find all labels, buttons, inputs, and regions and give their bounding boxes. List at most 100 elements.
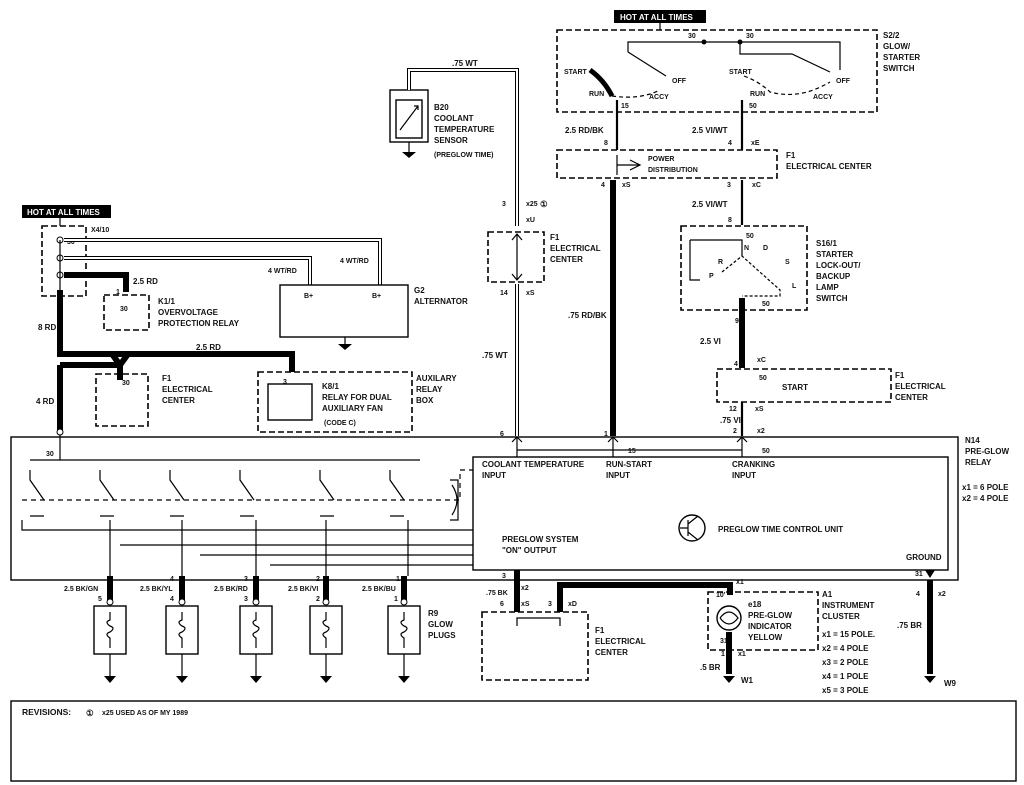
lockout-N: N (744, 245, 749, 252)
start-f1-ref: F1 (895, 371, 905, 380)
lockout-L: L (792, 283, 797, 290)
left-f1-pin30: 30 (122, 380, 130, 387)
ground-icon (320, 676, 332, 683)
switch-t15: 15 (621, 103, 629, 110)
hot-label-top: HOT AT ALL TIMES (620, 13, 694, 22)
switch-accy-1: ACCY (649, 94, 669, 101)
switch-start-1: START (564, 69, 588, 76)
mid-name-1: ELECTRICAL (550, 244, 601, 253)
cluster-pin31: 31 (720, 638, 728, 645)
start-pin2: 2 (733, 428, 737, 435)
gr-wire: .75 BR (897, 621, 922, 630)
pd-pin4a: 4 (728, 140, 732, 147)
revisions-circle: ① (86, 708, 94, 718)
k8-name-3: (CODE C) (324, 420, 356, 427)
x4-t30: 30 (67, 239, 75, 246)
pd-xC: xC (752, 182, 761, 189)
n14-pin15: 15 (628, 448, 636, 455)
mid-ref: F1 (550, 233, 560, 242)
switch-off-1: OFF (672, 78, 687, 85)
switch-start-2: START (729, 69, 753, 76)
lockout-name-1: STARTER (816, 250, 853, 259)
preglow-indicator-icon (716, 605, 742, 631)
n14-ref: N14 (965, 436, 980, 445)
start-pin50: 50 (759, 375, 767, 382)
plug-2-pin-top: 4 (170, 576, 174, 583)
lockout-name-3: BACKUP (816, 272, 851, 281)
cluster-name-b: CLUSTER (822, 612, 860, 621)
glow-starter-switch-box (556, 29, 878, 113)
cluster-e18: e18 (748, 600, 762, 609)
aux-name-1: AUXILARY (416, 374, 457, 383)
sensor-name-1: COOLANT (434, 114, 474, 123)
pd-inner-1: POWER (648, 156, 674, 163)
ground-icon (402, 152, 416, 158)
sensor-name-3: SENSOR (434, 136, 468, 145)
preglow-control-unit (472, 456, 949, 571)
plugs-name-2: PLUGS (428, 631, 456, 640)
wt-rd-1: 4 WT/RD (268, 268, 297, 275)
pd-wire-left: 2.5 RD/BK (565, 126, 604, 135)
ground-icon (250, 676, 262, 683)
glow-plug-4: 2.5 BK/VI 2 2 (288, 576, 343, 683)
x4-10-box (41, 225, 87, 297)
sensor-name-4: (PREGLOW TIME) (434, 152, 494, 159)
k1-relay-box (103, 294, 150, 331)
ground-icon (176, 676, 188, 683)
n14-run-1: RUN-START (606, 460, 652, 469)
lockout-p50a: 50 (746, 233, 754, 240)
switch-name-1: GLOW/ (883, 42, 911, 51)
k1-pin30: 30 (120, 306, 128, 313)
cluster-p2: x2 = 4 POLE (822, 644, 869, 653)
sensor-wire: .75 WT (452, 59, 478, 68)
mid-circle: ① (540, 199, 548, 209)
glow-plug-5: 2.5 BK/BU 1 1 (362, 576, 421, 683)
n14-out-2: "ON" OUTPUT (502, 546, 557, 555)
lc-x2: x2 (521, 585, 529, 592)
aux-name-2: RELAY (416, 385, 443, 394)
lockout-S: S (785, 259, 790, 266)
mid-pin3: 3 (502, 201, 506, 208)
ground-icon (723, 676, 735, 683)
glow-plug-2: 2.5 BK/YL 4 4 (140, 576, 199, 683)
transistor-icon (678, 514, 706, 542)
n14-pin50: 50 (762, 448, 770, 455)
plug-2-wire: 2.5 BK/YL (140, 586, 173, 593)
pd-ref: F1 (786, 151, 796, 160)
n14-run-2: INPUT (606, 471, 630, 480)
n14-pin6: 6 (500, 431, 504, 438)
plug-5-pin-top: 1 (396, 576, 400, 583)
cluster-pin1: 1 (721, 651, 725, 658)
aux-relay-box (257, 371, 413, 433)
cluster-name-2: INDICATOR (748, 622, 792, 631)
lc-wire: .75 BK (486, 590, 508, 597)
start-label: START (782, 383, 808, 392)
lockout-ref: S16/1 (816, 239, 837, 248)
mid-xU: xU (526, 217, 535, 224)
ground-icon (924, 676, 936, 683)
wire-4rd: 4 RD (36, 397, 54, 406)
lockout-name-5: SWITCH (816, 294, 848, 303)
plug-1-pin: 5 (98, 596, 102, 603)
cluster-x1b: x1 (738, 651, 746, 658)
k8-name-2: AUXILIARY FAN (322, 404, 383, 413)
plug-3-pin-top: 3 (244, 576, 248, 583)
plugs-ref: R9 (428, 609, 439, 618)
left-f1-ref: F1 (162, 374, 172, 383)
lockout-pin9: 9 (735, 318, 739, 325)
n14-name-2: RELAY (965, 458, 992, 467)
plug-5-wire: 2.5 BK/BU (362, 586, 396, 593)
relay-switches (29, 470, 405, 517)
alt-name: ALTERNATOR (414, 297, 468, 306)
n14-name-1: PRE-GLOW (965, 447, 1009, 456)
plug-1-wire: 2.5 BK/GN (64, 586, 98, 593)
wt-rd-2: 4 WT/RD (340, 258, 369, 265)
n14-pin30: 30 (46, 451, 54, 458)
lc-pin3b: 3 (548, 601, 552, 608)
cluster-p1: x1 = 15 POLE. (822, 630, 875, 639)
n14-x2: x2 = 4 POLE (962, 494, 1009, 503)
switch-name-3: SWITCH (883, 64, 915, 73)
cluster-name-a: INSTRUMENT (822, 601, 875, 610)
plug-3-wire: 2.5 BK/RD (214, 586, 248, 593)
